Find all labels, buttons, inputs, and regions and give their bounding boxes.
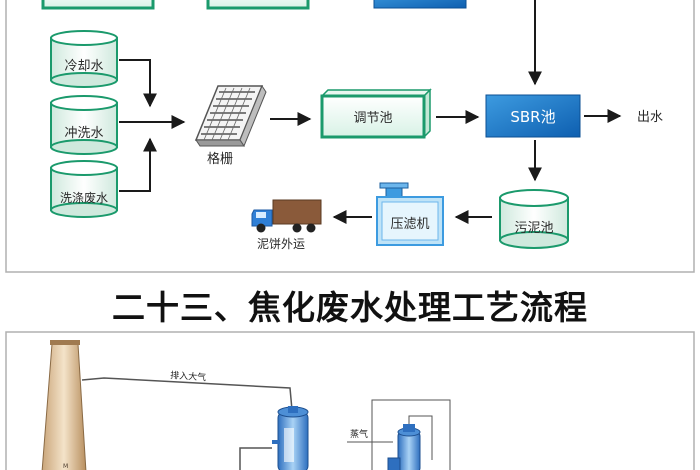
sbr-label: SBR池 [510, 108, 555, 126]
bottom-panel-frame [5, 331, 695, 470]
filter-press-label: 压滤机 [390, 217, 429, 232]
tank-flush-water: 冲洗水 [50, 95, 118, 155]
top-cutoff-box-right [373, 0, 467, 9]
stripping-unit [387, 415, 433, 470]
chimney-stack: M [41, 340, 87, 470]
exhaust-label: 排入大气 [170, 369, 207, 383]
absorption-tower [272, 406, 309, 470]
arrow-cooling-to-junction [119, 59, 157, 108]
tank-flush-water-label: 冲洗水 [64, 126, 103, 141]
sludge-tank-label: 污泥池 [514, 221, 553, 236]
top-panel-frame [5, 0, 695, 273]
tower-feed-pipe [239, 447, 272, 470]
top-cutoff-box-left [41, 0, 155, 10]
tank-cooling-water-label: 冷却水 [64, 59, 103, 74]
tank-washing-wastewater-label: 洗涤废水 [60, 190, 108, 205]
filter-press: 压滤机 [376, 182, 444, 246]
truck-icon [251, 199, 322, 233]
regulating-tank-box: 调节池 [320, 88, 432, 139]
right-equipment-frame [371, 399, 451, 470]
top-cutoff-box-middle [206, 0, 310, 10]
sludge-tank: 污泥池 [499, 189, 569, 249]
section-heading: 二十三、焦化废水处理工艺流程 [112, 288, 588, 327]
outlet-label: 出水 [637, 110, 663, 125]
screen-icon [194, 84, 267, 148]
sludge-cake-label: 泥饼外运 [257, 237, 305, 251]
screen-label: 格栅 [207, 151, 233, 167]
tank-cooling-water: 冷却水 [50, 30, 118, 88]
exhaust-pipe [81, 377, 293, 411]
arrow-washing-to-junction [119, 137, 157, 192]
tank-washing-wastewater: 洗涤废水 [50, 160, 118, 218]
chimney-mark: M [63, 463, 68, 470]
sbr-box: SBR池 [485, 94, 581, 138]
regulating-tank-label: 调节池 [353, 111, 392, 126]
steam-label: 蒸气 [350, 428, 368, 440]
